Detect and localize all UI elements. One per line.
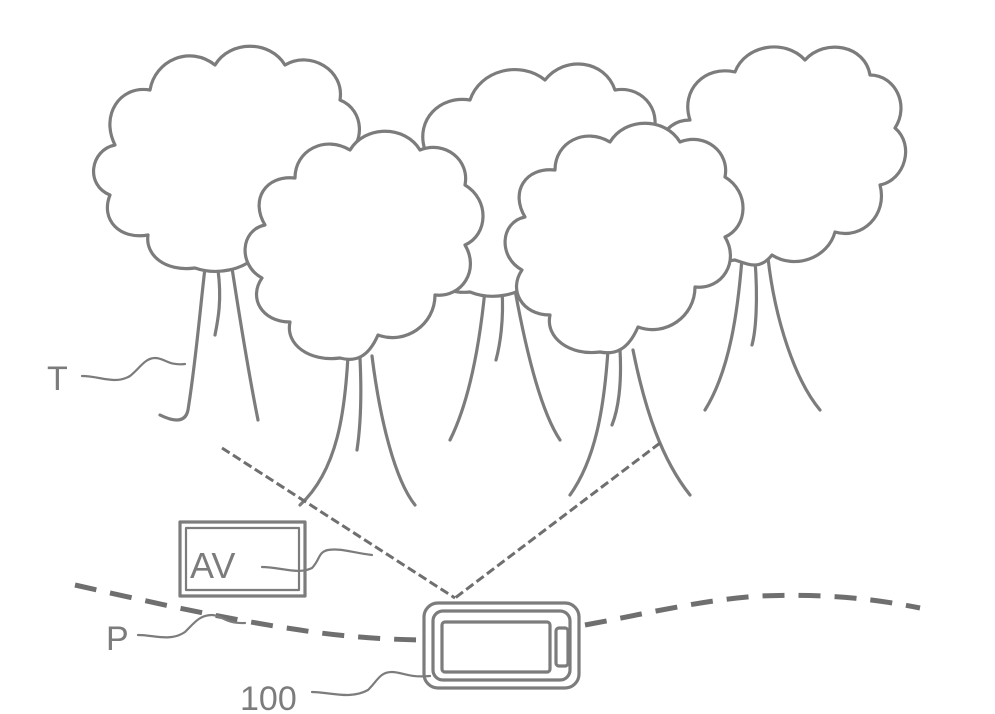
sight-lines: [221, 441, 661, 600]
handheld-device-icon: [422, 601, 581, 690]
tree-front-left: [243, 129, 485, 361]
label-path: P: [106, 620, 129, 658]
leader-lines: [80, 356, 432, 697]
tree-front-right: [503, 121, 745, 355]
trunks: [158, 256, 822, 507]
leader-P: [136, 613, 247, 639]
vehicle-box: [178, 520, 307, 598]
travel-path: [74, 582, 431, 643]
travel-path-continued: [584, 592, 921, 628]
label-device: 100: [240, 680, 297, 714]
leader-T: [80, 356, 187, 382]
sight-line-left: [221, 446, 456, 600]
sight-line-right: [454, 441, 661, 600]
label-trees: T: [47, 360, 68, 398]
leader-100: [310, 670, 432, 697]
leader-AV: [260, 548, 374, 572]
label-vehicle: AV: [190, 545, 235, 586]
